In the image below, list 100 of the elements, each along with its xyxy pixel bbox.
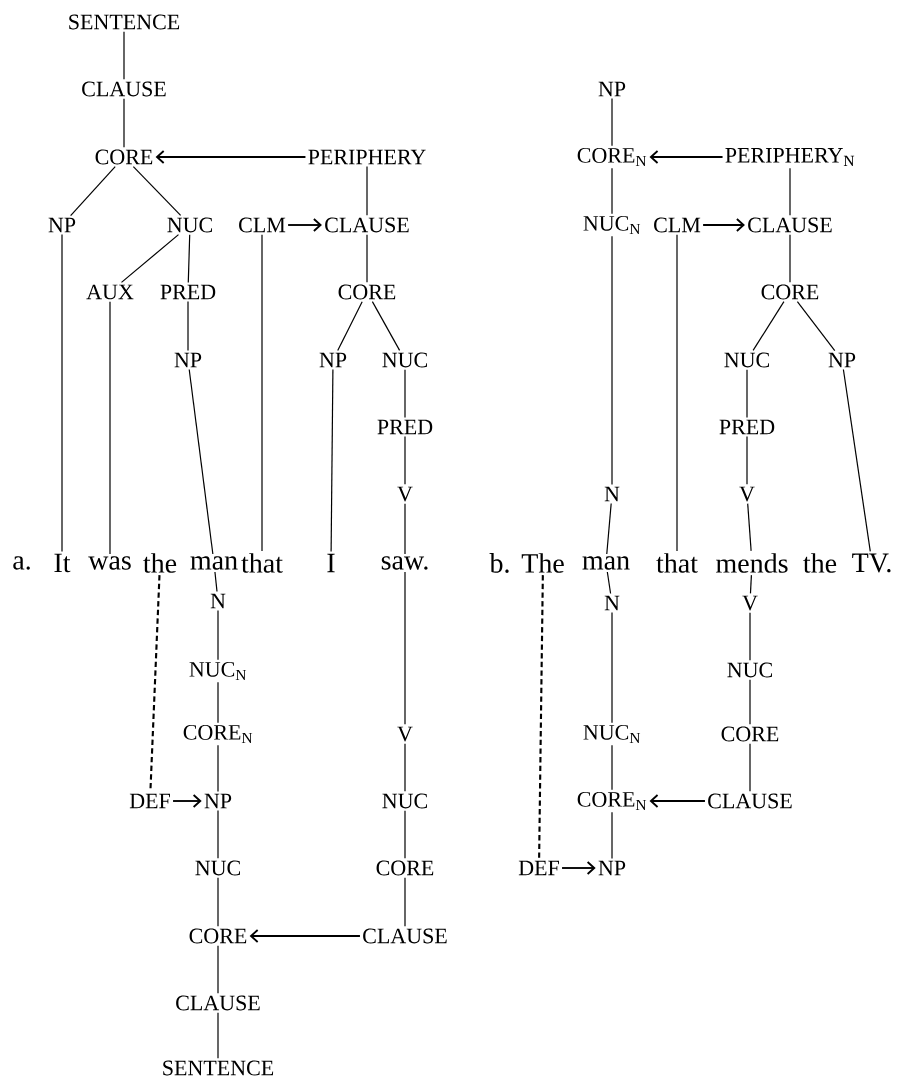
category-label: PERIPHERY$_{N}$ — [725, 148, 855, 166]
category-label: CLM — [239, 217, 286, 233]
category-label: NP — [598, 860, 626, 876]
category-label: V — [397, 486, 413, 502]
arrow — [287, 218, 322, 232]
arrow — [649, 794, 706, 808]
sentence-word: that — [656, 553, 698, 573]
sentence-word: It — [54, 553, 71, 573]
category-label: PRED — [160, 284, 216, 300]
tree-line — [187, 234, 191, 284]
category-label: NUC — [382, 352, 427, 368]
sentence-word: man — [582, 556, 630, 570]
category-label: CORE$_{N}$ — [577, 148, 647, 166]
category-label: NUC$_{N}$ — [583, 725, 641, 743]
category-label: N — [604, 486, 620, 502]
category-label: CLAUSE — [176, 995, 260, 1011]
category-label: DEF — [518, 860, 559, 876]
category-label: NP — [48, 217, 76, 233]
tree-line — [217, 945, 219, 994]
tree-line — [404, 503, 406, 555]
category-label: CLAUSE — [82, 81, 166, 97]
tree-line — [749, 743, 751, 792]
tree-line — [749, 612, 751, 661]
sentence-word: saw. — [381, 556, 428, 570]
category-label: N — [604, 595, 620, 611]
category-label: V — [742, 595, 758, 611]
category-label: CORE — [189, 928, 247, 944]
category-label: CORE — [95, 149, 153, 165]
category-label: CORE$_{N}$ — [183, 725, 253, 743]
arrow — [172, 794, 202, 808]
category-label: NP — [828, 352, 856, 368]
tree-line — [749, 679, 751, 725]
tree-line — [842, 368, 871, 552]
example-letter: a. — [13, 556, 30, 570]
arrow — [561, 861, 596, 875]
tree-line — [337, 301, 363, 352]
category-label: CORE — [338, 284, 396, 300]
tree-line — [70, 166, 116, 217]
tree-line — [789, 234, 791, 283]
tree-line — [366, 165, 368, 216]
tree-line — [123, 31, 125, 80]
example-letter: b. — [489, 553, 509, 573]
sentence-word: the — [803, 553, 837, 573]
sentence-word: The — [521, 553, 564, 573]
category-label: NUC — [382, 793, 427, 809]
category-label: SENTENCE — [163, 1060, 274, 1076]
category-label: NUC — [195, 860, 240, 876]
category-label: CORE — [761, 284, 819, 300]
category-label: N — [210, 593, 226, 609]
tree-line — [132, 166, 182, 216]
tree-line — [752, 301, 785, 351]
category-label: NP — [319, 352, 347, 368]
category-label: NUC — [727, 662, 772, 678]
tree-line — [789, 167, 791, 216]
tree-line — [123, 98, 125, 148]
tree-line — [611, 611, 613, 724]
sentence-word: I — [327, 553, 335, 573]
tree-line — [749, 574, 752, 594]
arrow — [249, 929, 361, 943]
category-label: PRED — [377, 419, 433, 435]
tree-line — [217, 744, 219, 793]
arrow — [155, 150, 307, 164]
category-label: V — [739, 486, 755, 502]
sentence-word: TV. — [852, 553, 891, 573]
tree-line — [187, 300, 189, 352]
tree-line — [676, 234, 678, 552]
sentence-word: that — [241, 553, 283, 573]
category-label: CORE — [376, 860, 434, 876]
category-label: NUC$_{N}$ — [189, 662, 247, 680]
category-label: NP — [204, 793, 232, 809]
tree-line — [611, 744, 613, 791]
tree-line — [404, 743, 406, 792]
tree-line — [611, 167, 613, 215]
category-label: NUC$_{N}$ — [583, 216, 641, 234]
sentence-word: man — [190, 556, 238, 570]
category-label: CLAUSE — [363, 928, 447, 944]
category-label: V — [397, 726, 413, 742]
tree-line — [217, 809, 219, 859]
tree-line — [611, 811, 613, 860]
tree-line — [217, 877, 219, 927]
tree-line — [606, 571, 612, 595]
category-label: CLAUSE — [708, 793, 792, 809]
tree-line — [404, 369, 406, 419]
category-label: AUX — [86, 284, 134, 300]
tree-line — [796, 301, 836, 352]
category-label: CORE$_{N}$ — [577, 792, 647, 810]
tree-line — [611, 235, 613, 486]
tree-line — [404, 435, 406, 485]
sentence-word: the — [143, 553, 177, 573]
tree-line — [61, 233, 63, 553]
category-label: PERIPHERY — [308, 149, 426, 165]
tree-line — [606, 502, 612, 555]
tree-line — [217, 1012, 219, 1059]
tree-line — [366, 234, 368, 283]
category-label: NUC — [167, 217, 212, 233]
tree-line — [747, 503, 752, 552]
tree-line — [261, 234, 263, 552]
tree-line — [188, 368, 214, 555]
tree-line — [214, 571, 218, 593]
category-label: DEF — [129, 793, 170, 809]
